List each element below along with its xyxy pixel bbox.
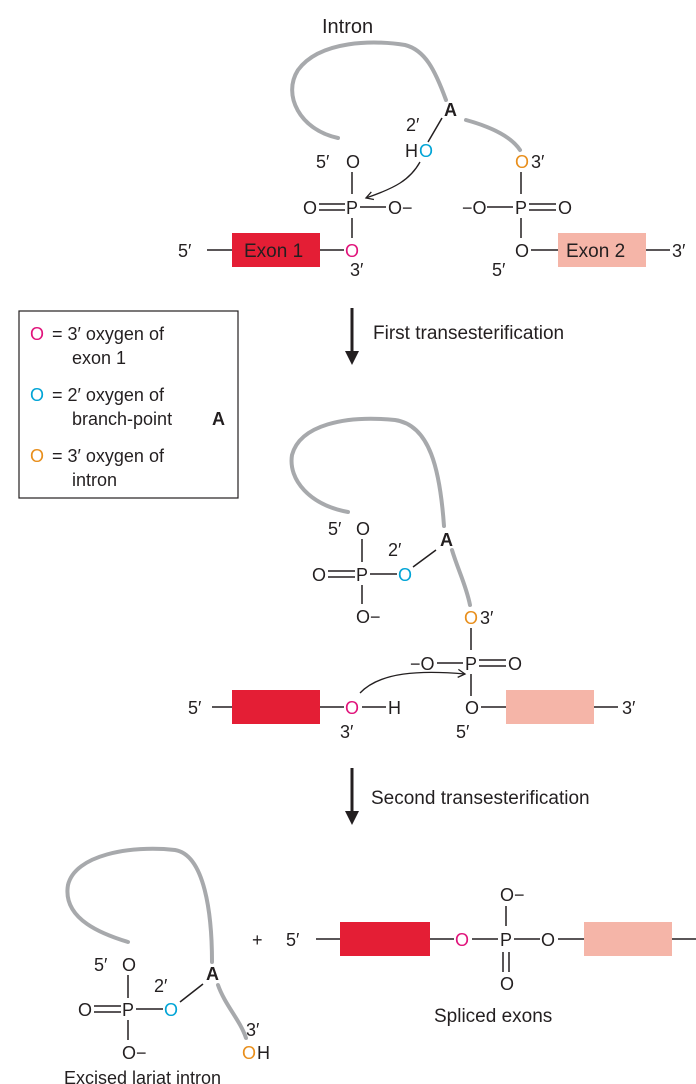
oxygen: O xyxy=(78,1000,92,1020)
five-prime-label: 5′ xyxy=(316,152,330,172)
legend-intron-text-2: intron xyxy=(72,470,117,490)
legend-exon1-symbol: O xyxy=(30,324,44,344)
hydrogen: H xyxy=(257,1043,270,1063)
lariat-loop-line xyxy=(289,416,446,528)
oxygen: O xyxy=(312,565,326,585)
intron-oxygen: O xyxy=(242,1043,256,1063)
five-prime-label: 5′ xyxy=(328,519,342,539)
bond xyxy=(179,983,204,1003)
phosphorus: P xyxy=(122,1000,134,1020)
exon1-oxygen: O xyxy=(345,698,359,718)
three-prime-label: 3′ xyxy=(350,260,364,280)
legend: O = 3′ oxygen of exon 1 O = 2′ oxygen of… xyxy=(18,310,239,499)
three-prime-label: 3′ xyxy=(340,722,354,742)
two-prime-label: 2′ xyxy=(406,115,420,135)
oxygen: O xyxy=(122,955,136,975)
legend-box xyxy=(18,310,239,499)
bond xyxy=(412,549,437,568)
oxygen-minus: O− xyxy=(500,885,525,905)
legend-branch-text: = 2′ oxygen of xyxy=(52,385,165,405)
minus-oxygen: −O xyxy=(462,198,487,218)
lariat-tail-line xyxy=(450,548,472,607)
exon-1-label: Exon 1 xyxy=(244,241,303,262)
branch-oxygen: O xyxy=(398,565,412,585)
exon1-oxygen: O xyxy=(455,930,469,950)
three-prime-label: 3′ xyxy=(531,152,545,172)
branch-oxygen: O xyxy=(164,1000,178,1020)
oxygen: O xyxy=(346,152,360,172)
intron-loop-line xyxy=(290,40,448,140)
intron-oxygen: O xyxy=(515,152,529,172)
oxygen: O xyxy=(500,974,514,994)
exon-1-box xyxy=(232,233,320,267)
oxygen-minus: O− xyxy=(388,198,413,218)
five-prime-label: 5′ xyxy=(286,930,300,950)
plus-sign: + xyxy=(252,930,263,950)
exon-2-box xyxy=(558,233,646,267)
legend-branch-symbol: O xyxy=(30,385,44,405)
exon-1-box xyxy=(340,922,430,956)
bond xyxy=(427,117,443,143)
phosphorus: P xyxy=(515,198,527,218)
exon-2-box xyxy=(584,922,672,956)
five-prime-label: 5′ xyxy=(456,722,470,742)
legend-branch-a: A xyxy=(212,409,225,429)
oxygen: O xyxy=(558,198,572,218)
three-prime-label: 3′ xyxy=(672,241,686,261)
legend-branch-text-2: branch-point xyxy=(72,409,172,429)
oxygen: O xyxy=(508,654,522,674)
excised-lariat-label: Excised lariat intron xyxy=(64,1068,221,1084)
excised-lariat-tail-line xyxy=(216,983,248,1040)
oxygen: O xyxy=(465,698,479,718)
step-2-label: Second transesterification xyxy=(371,788,590,809)
two-prime-label: 2′ xyxy=(388,540,402,560)
five-prime-label: 5′ xyxy=(94,955,108,975)
hydrogen: H xyxy=(388,698,401,718)
phosphorus: P xyxy=(465,654,477,674)
step-1-label: First transesterification xyxy=(373,323,564,344)
three-prime-label: 3′ xyxy=(622,698,636,718)
two-prime-label: 2′ xyxy=(154,976,168,996)
phosphorus: P xyxy=(346,198,358,218)
intron-oxygen: O xyxy=(464,608,478,628)
legend-exon1-text: = 3′ oxygen of xyxy=(52,324,165,344)
nucleophilic-attack-arrow xyxy=(364,161,421,201)
intron-label: Intron xyxy=(322,16,373,38)
branch-point-a: A xyxy=(206,964,219,984)
spliced-exons-label: Spliced exons xyxy=(434,1006,552,1027)
oxygen: O xyxy=(303,198,317,218)
legend-intron-symbol: O xyxy=(30,446,44,466)
phosphorus: P xyxy=(500,930,512,950)
oxygen: O xyxy=(515,241,529,261)
exon1-oxygen: O xyxy=(345,241,359,261)
three-prime-label: 3′ xyxy=(480,608,494,628)
five-prime-label: 5′ xyxy=(492,260,506,280)
legend-intron-text: = 3′ oxygen of xyxy=(52,446,165,466)
oxygen-minus: O− xyxy=(122,1043,147,1063)
three-prime-label: 3′ xyxy=(246,1020,260,1040)
branch-oxygen: O xyxy=(419,141,433,161)
branch-point-a: A xyxy=(440,530,453,550)
panel-1-before-splicing: Intron A 2′ H O 5′ O O P O− 5′ Exon 1 O … xyxy=(178,16,686,280)
excised-lariat-loop-line xyxy=(65,846,214,964)
minus-oxygen: −O xyxy=(410,654,435,674)
phosphorus: P xyxy=(356,565,368,585)
hydroxyl-h: H xyxy=(405,141,418,161)
exon-1-box xyxy=(232,690,320,724)
intron-tail-line xyxy=(464,118,522,152)
oxygen: O xyxy=(541,930,555,950)
exon-2-box xyxy=(506,690,594,724)
oxygen: O xyxy=(356,519,370,539)
five-prime-label: 5′ xyxy=(178,241,192,261)
panel-3-products: 5′ O O P O 2′ A O− 3′ O H Excised lariat… xyxy=(64,846,696,1084)
five-prime-label: 5′ xyxy=(188,698,202,718)
branch-point-a: A xyxy=(444,100,457,120)
oxygen-minus: O− xyxy=(356,607,381,627)
exon-2-label: Exon 2 xyxy=(566,241,625,262)
legend-exon1-text-2: exon 1 xyxy=(72,348,126,368)
nucleophilic-attack-arrow xyxy=(359,668,467,694)
panel-2-after-first-step: 5′ O O P O 2′ A O− O 3′ −O P O 5′ O H 3′ xyxy=(188,416,636,742)
